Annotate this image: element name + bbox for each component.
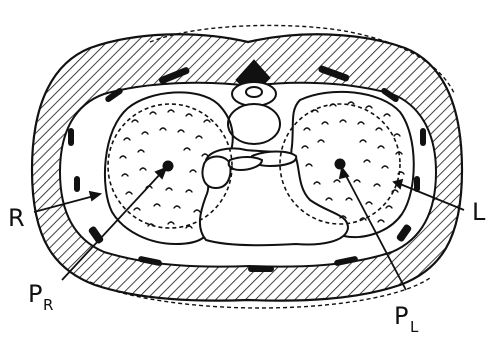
label-p-left-subscript: L <box>410 318 419 336</box>
label-r: R <box>8 204 25 232</box>
spinal-canal <box>246 87 262 97</box>
vertebral-body <box>228 104 280 144</box>
label-p-right: P <box>28 280 42 308</box>
label-l: L <box>472 198 486 226</box>
label-p-left: P <box>394 302 408 330</box>
label-p-right-subscript: R <box>43 296 53 314</box>
left-point-marker <box>335 159 346 170</box>
great-vessel-left <box>203 157 231 189</box>
